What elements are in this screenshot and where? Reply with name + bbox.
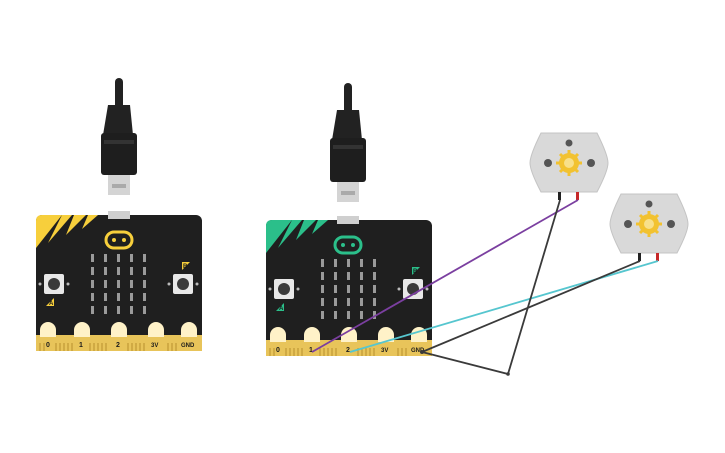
- button-a-label: A: [279, 306, 284, 312]
- microbit-board-yellow[interactable]: A B 0 1 2 3V GND: [36, 211, 202, 351]
- edge-connector: [36, 335, 202, 351]
- microbit-board-green[interactable]: A B 0 1 2 3V GND: [266, 216, 432, 356]
- accent-corner: [266, 220, 292, 253]
- microbit-logo-icon: [104, 230, 134, 250]
- dc-motor-1[interactable]: [529, 132, 609, 200]
- button-a[interactable]: A: [268, 279, 300, 312]
- motor-terminal-red: [576, 192, 579, 200]
- wire-ground-2[interactable]: [421, 260, 641, 353]
- wire-purple[interactable]: [311, 199, 579, 353]
- motor-terminal-black: [638, 253, 641, 261]
- gear-icon: [556, 150, 582, 176]
- wire-junction[interactable]: [506, 372, 510, 376]
- pin-label-2: 2: [116, 342, 120, 349]
- button-a-label: A: [49, 301, 54, 307]
- dc-motor-2[interactable]: [609, 193, 689, 261]
- pin-label-2: 2: [346, 347, 350, 354]
- accent-corner: [36, 215, 62, 248]
- gnd-wire-endpoint[interactable]: [420, 350, 424, 354]
- edge-connector: [266, 340, 432, 356]
- pin-label-3v: 3V: [151, 343, 158, 349]
- motor-terminal-black: [558, 192, 561, 200]
- pin-label-gnd: GND: [181, 343, 195, 349]
- button-b[interactable]: B: [397, 267, 429, 299]
- pin-label-3v: 3V: [381, 348, 388, 354]
- pin-label-gnd: GND: [411, 348, 425, 354]
- button-b-label: B: [413, 269, 418, 275]
- pin-pads: [40, 322, 197, 337]
- pin-label-1: 1: [79, 342, 83, 349]
- button-b-label: B: [183, 264, 188, 270]
- pin-label-0: 0: [276, 347, 280, 354]
- pin-label-0: 0: [46, 342, 50, 349]
- wire-ground-1[interactable]: [421, 199, 561, 376]
- gear-icon: [636, 211, 662, 237]
- pin-pads: [270, 327, 427, 342]
- usb-cable-left[interactable]: [101, 78, 137, 195]
- microbit-logo-icon: [333, 235, 363, 255]
- button-b[interactable]: B: [167, 262, 199, 294]
- led-matrix: [91, 254, 146, 314]
- motor-terminal-red: [656, 253, 659, 261]
- wire-cyan[interactable]: [349, 260, 659, 353]
- led-matrix: [321, 259, 376, 319]
- button-a[interactable]: A: [38, 274, 70, 307]
- pin-label-1: 1: [309, 347, 313, 354]
- usb-cable-right[interactable]: [330, 83, 366, 202]
